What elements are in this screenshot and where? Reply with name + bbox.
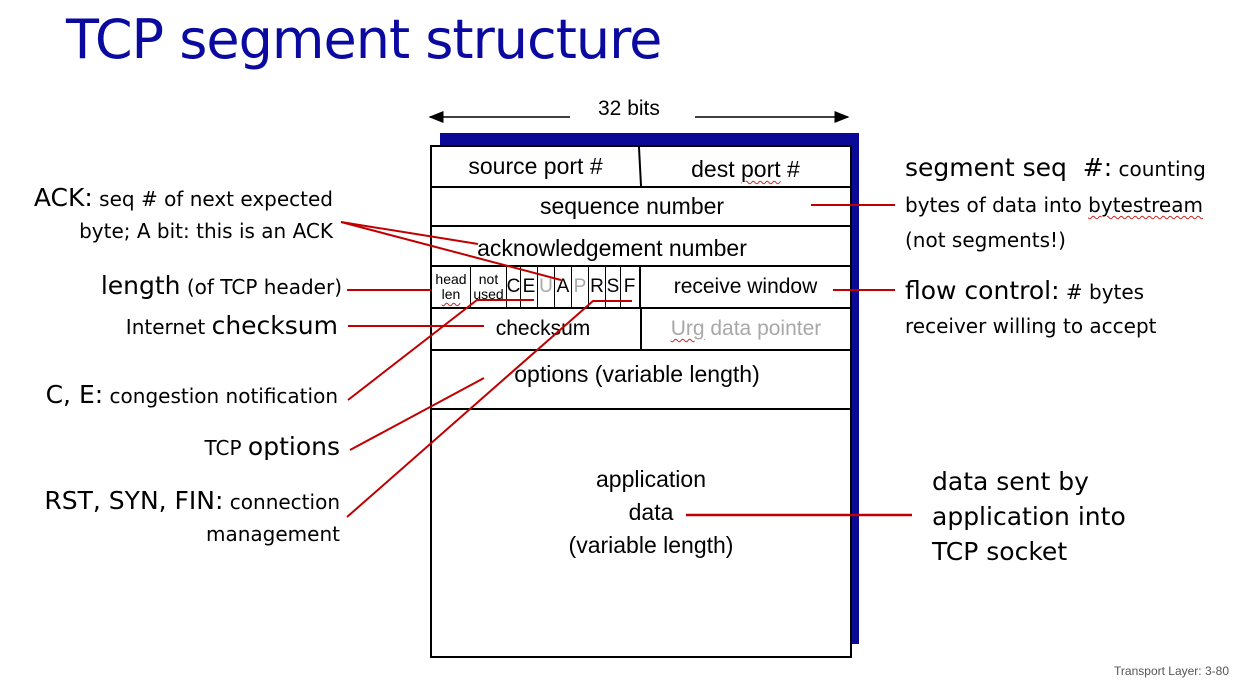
ce-annotation-desc: congestion notification [103, 384, 338, 408]
flags-divider [639, 267, 641, 307]
checksum-annotation-desc: Internet [125, 315, 212, 339]
ack-number-text: acknowledgement number [477, 234, 747, 261]
not-used-text-2: used [473, 286, 504, 302]
flag-e-text: E [522, 276, 536, 297]
options-row: options (variable length) [432, 351, 850, 410]
urg-pointer-field: Urg data pointer [642, 309, 850, 349]
urg-pointer-rest: data pointer [704, 317, 822, 340]
head-len-field: head len [432, 267, 471, 307]
seq-annotation-key: segment seq #: [905, 153, 1113, 182]
options-annotation-key: options [247, 432, 340, 461]
slide-footer: Transport Layer: 3-80 [1114, 664, 1229, 678]
checksum-text: checksum [495, 317, 591, 340]
receive-window-text: receive window [673, 275, 818, 298]
receive-window-field: receive window [641, 267, 850, 311]
options-annotation-desc: TCP [204, 436, 248, 460]
length-annotation-desc: (of TCP header) [180, 275, 342, 299]
flag-f-text: F [623, 276, 636, 297]
dest-port-suffix: # [780, 156, 800, 182]
seq-annotation-line2b: bytestream [1088, 193, 1203, 217]
flag-f: F [621, 267, 638, 307]
checksum-annotation-key: checksum [211, 311, 338, 340]
options-text: options (variable length) [514, 361, 760, 387]
options-field: options (variable length) [432, 361, 842, 388]
ce-annotation-key: C, E: [45, 380, 104, 409]
data-annotation: data sent by application into TCP socket [932, 464, 1126, 569]
app-data-line-3: (variable length) [568, 532, 734, 558]
flag-c: C [507, 267, 521, 307]
rsf-annotation-line2: management [206, 522, 340, 546]
data-annotation-line3: TCP socket [932, 537, 1068, 566]
flag-u-text: U [539, 276, 553, 297]
flow-annotation-desc: # bytes [1059, 280, 1145, 304]
sequence-number-text: sequence number [539, 193, 725, 219]
flag-p-text: P [573, 276, 587, 297]
checksum-annotation: Internet checksum [126, 311, 338, 340]
ports-row: source port # dest port # [432, 147, 850, 188]
dest-port-field: dest port # [641, 147, 850, 189]
flag-r: R [589, 267, 606, 307]
length-annotation: length (of TCP header) [101, 271, 342, 300]
flag-r-text: R [590, 276, 604, 297]
source-port-field: source port # [432, 147, 639, 186]
application-data-field: application data (variable length) [432, 463, 870, 562]
ack-annotation-line2: byte; A bit: this is an ACK [79, 219, 333, 243]
seq-annotation: segment seq #: counting bytes of data in… [905, 150, 1206, 258]
seq-annotation-desc: counting [1112, 157, 1206, 181]
data-annotation-line1: data sent by [932, 467, 1089, 496]
ce-annotation: C, E: congestion notification [46, 380, 338, 409]
dest-port-prefix: dest [691, 156, 742, 182]
checksum-row: checksum Urg data pointer [432, 309, 850, 351]
slide-title: TCP segment structure [66, 8, 662, 71]
head-len-text-1: head [435, 271, 467, 287]
segment-shadow-top [440, 133, 858, 145]
app-data-line-1: application [596, 466, 706, 492]
not-used-text-1: not [478, 271, 499, 287]
checksum-field: checksum [432, 309, 654, 349]
width-label: 32 bits [598, 97, 660, 120]
flag-p: P [572, 267, 589, 307]
ack-number-field: acknowledgement number [432, 227, 792, 267]
data-annotation-line2: application into [932, 502, 1126, 531]
flow-annotation-key: flow control: [905, 276, 1060, 305]
flag-s-text: S [606, 276, 620, 297]
options-annotation: TCP options [204, 432, 340, 461]
urg-pointer-word: Urg [670, 317, 705, 340]
rsf-annotation-desc: connection [223, 490, 340, 514]
seq-annotation-line3: (not segments!) [905, 228, 1066, 252]
flags-row: head len not used C E U A P R S F receiv… [432, 267, 850, 309]
flow-annotation: flow control: # bytes receiver willing t… [905, 275, 1157, 342]
ack-annotation: ACK: seq # of next expected byte; A bit:… [34, 182, 333, 247]
ack-annotation-desc: seq # of next expected [92, 187, 333, 211]
ack-row: acknowledgement number [432, 227, 850, 267]
flag-s: S [606, 267, 621, 307]
rsf-annotation-key: RST, SYN, FIN: [44, 486, 224, 515]
tcp-segment-diagram: source port # dest port # sequence numbe… [430, 145, 852, 658]
seq-annotation-line2a: bytes of data into [905, 193, 1089, 217]
checksum-divider [640, 309, 642, 349]
flag-c-text: C [506, 276, 521, 297]
length-annotation-key: length [100, 271, 181, 300]
flag-a: A [555, 267, 572, 307]
rsf-annotation: RST, SYN, FIN: connection management [44, 485, 340, 550]
flag-u: U [538, 267, 555, 307]
flag-e: E [521, 267, 538, 307]
app-data-line-2: data [628, 499, 674, 525]
ack-annotation-key: ACK: [33, 183, 93, 212]
source-port-text: source port # [468, 153, 603, 179]
segment-shadow-right [850, 133, 859, 644]
sequence-row: sequence number [432, 188, 850, 227]
sequence-number-field: sequence number [432, 188, 832, 225]
not-used-field: not used [471, 267, 507, 307]
head-len-text-2: len [441, 286, 461, 302]
dest-port-word: port [741, 156, 781, 182]
flow-annotation-line2: receiver willing to accept [905, 314, 1157, 338]
flag-a-text: A [556, 276, 570, 297]
